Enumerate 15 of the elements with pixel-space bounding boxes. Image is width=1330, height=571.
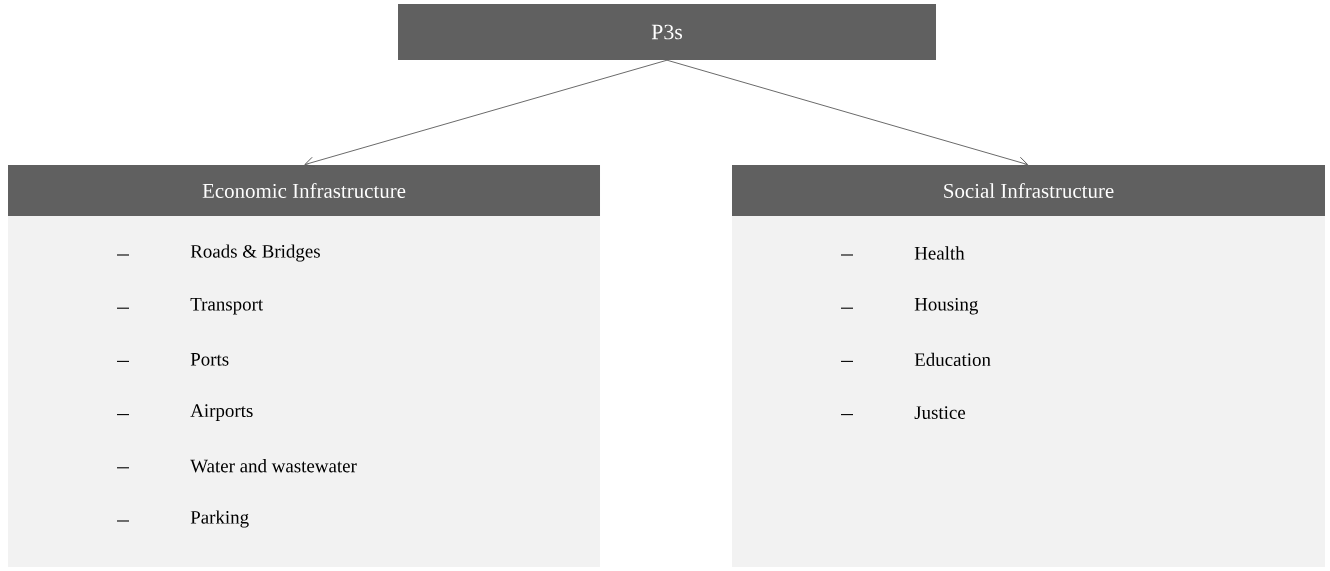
list-item: Ports xyxy=(190,353,229,366)
header-box: Economic Infrastructure xyxy=(8,165,600,216)
header-box: P3s xyxy=(398,4,936,60)
arrow xyxy=(304,59,668,168)
list-item: Health xyxy=(914,246,965,260)
arrow xyxy=(666,59,1029,168)
list-item: Transport xyxy=(190,298,264,315)
list-item: Airports xyxy=(190,404,253,421)
list-item: Parking xyxy=(190,510,249,528)
list-item: Justice xyxy=(914,406,966,419)
header-box: Social Infrastructure xyxy=(732,165,1325,216)
list-item: Water and wastewater xyxy=(190,459,357,473)
list-item: Housing xyxy=(914,297,978,315)
list-item: Roads & Bridges xyxy=(190,244,320,262)
list-item: Education xyxy=(914,352,991,367)
